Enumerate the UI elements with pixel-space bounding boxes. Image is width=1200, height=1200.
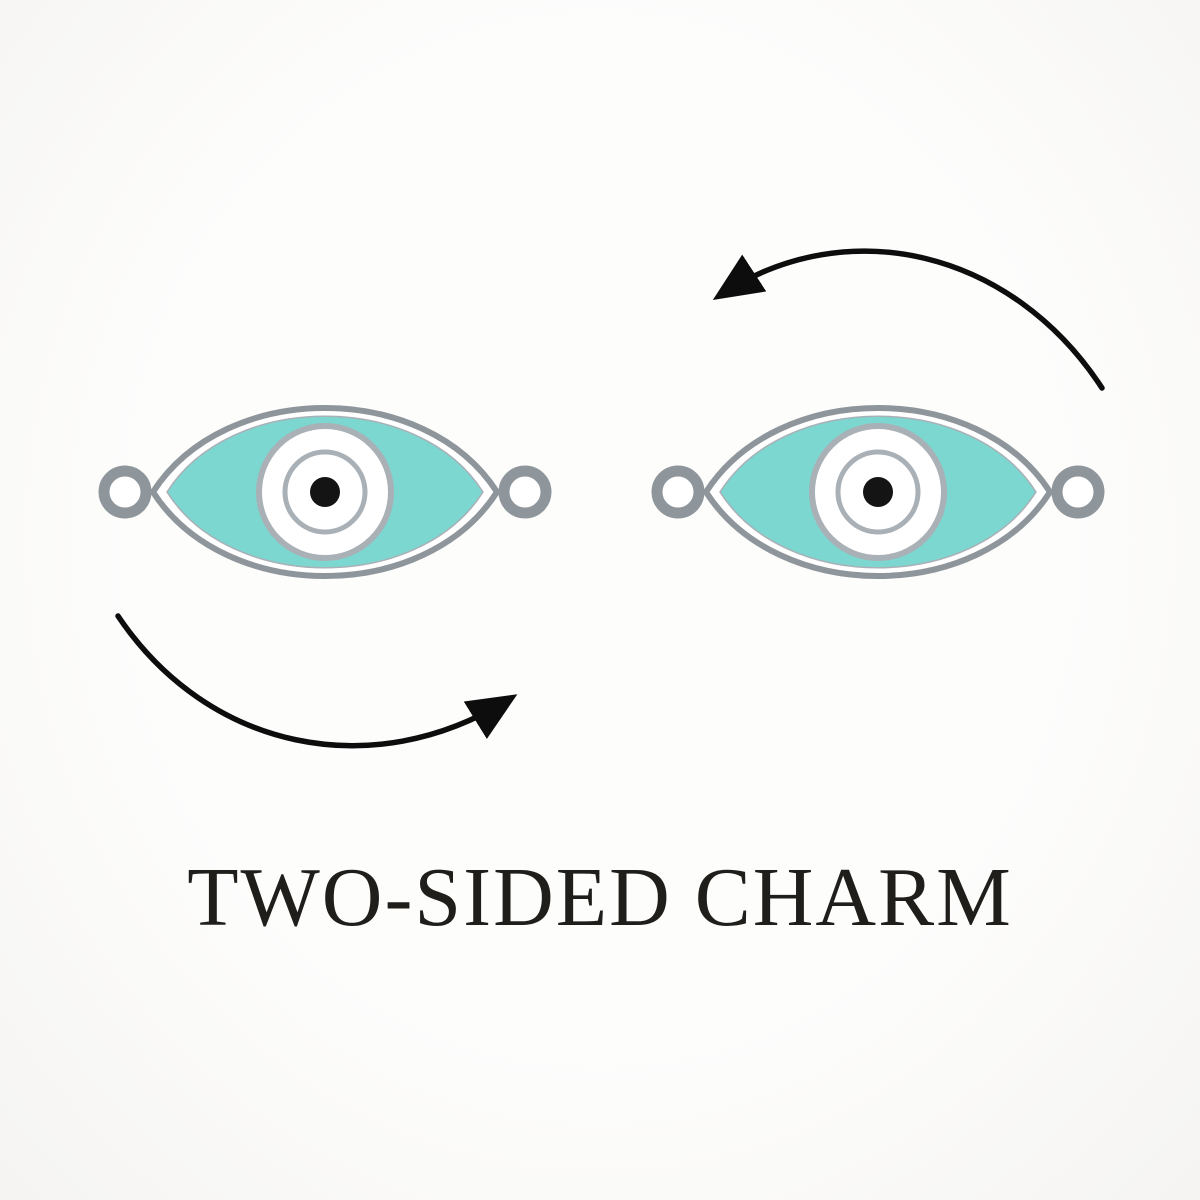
rotation-arrow-bottom-icon [115,613,518,749]
evil-eye-charm-right-icon [657,408,1099,576]
caption-two-sided-charm: TWO-SIDED CHARM [187,851,1013,944]
rotation-arrow-top-icon [712,248,1105,391]
evil-eye-charm-left-icon [104,408,546,576]
